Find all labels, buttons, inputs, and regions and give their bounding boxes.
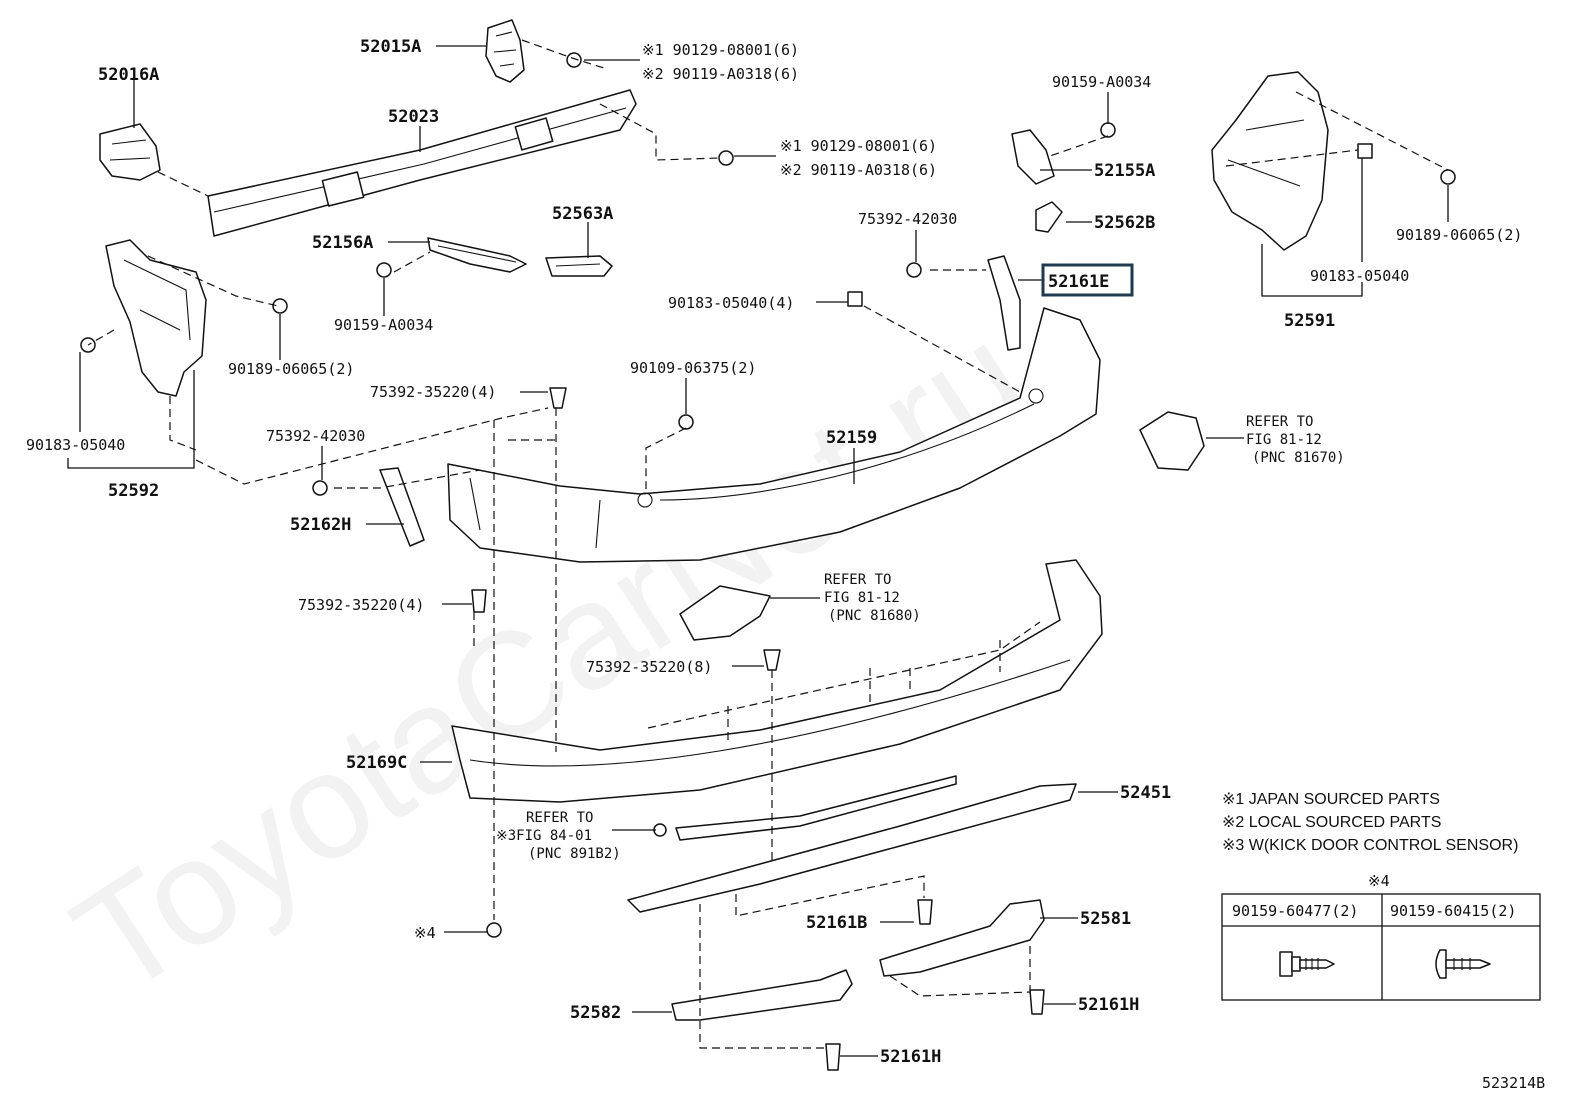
assembly-lines: [87, 39, 1449, 1049]
figure-id: 523214B: [1482, 1074, 1545, 1092]
fastener-label-2a: ※1 90129-08001(6): [780, 137, 937, 155]
fastener-label-90189-06065-left: 90189-06065(2): [228, 360, 354, 378]
label-52581: 52581: [1080, 909, 1131, 929]
label-52591: 52591: [1284, 311, 1335, 331]
bracket-52562b: [1035, 201, 1063, 233]
bracket-52016a: [99, 123, 161, 181]
lower-bumper-52169c: [451, 559, 1103, 803]
note-local-sourced: ※2 LOCAL SOURCED PARTS: [1222, 814, 1441, 831]
spacer-52161e: [987, 255, 1021, 351]
leader-lines: [67, 45, 1449, 1057]
ref-81680-line1: REFER TO: [824, 572, 891, 588]
hex-bolt-icon: [1279, 951, 1335, 977]
fastener-label-note4: ※4: [414, 924, 436, 942]
label-52155a: 52155A: [1094, 161, 1155, 181]
table-title: ※4: [1368, 872, 1390, 890]
fastener-label-75392-35220-4-mid: 75392-35220(4): [298, 596, 424, 614]
ref-891b2-line2: ※3FIG 84-01: [496, 828, 592, 844]
ref-81680-line3: (PNC 81680): [828, 608, 921, 624]
label-52161b: 52161B: [806, 913, 867, 933]
fastener-label-1a: ※1 90129-08001(6): [642, 41, 799, 59]
undercover-52581: [879, 899, 1045, 977]
ref-891b2-line1: REFER TO: [526, 810, 593, 826]
note4-table: ※4 90159-60477(2) 90159-60415(2): [1221, 872, 1541, 1001]
label-52592: 52592: [108, 481, 159, 501]
fastener-label-90159-a0034-left: 90159-A0034: [334, 316, 433, 334]
bumper-cover-52159: [447, 307, 1101, 563]
bracket-52563a: [545, 255, 613, 277]
label-52169c: 52169C: [346, 753, 407, 773]
fastener-label-90183-05040-right: 90183-05040: [1310, 267, 1409, 285]
label-52161h-a: 52161H: [1078, 995, 1139, 1015]
garnish-52451: [627, 775, 1077, 913]
label-52015a: 52015A: [360, 37, 421, 57]
fastener-label-1b: ※2 90119-A0318(6): [642, 65, 799, 83]
label-52161e[interactable]: 52161E: [1048, 272, 1109, 292]
panel-52592: [105, 239, 207, 397]
ref-81670-line3: (PNC 81670): [1252, 450, 1345, 466]
note-japan-sourced: ※1 JAPAN SOURCED PARTS: [1222, 791, 1440, 808]
note-kick-door-sensor: ※3 W(KICK DOOR CONTROL SENSOR): [1222, 837, 1518, 854]
reflector-ref-81680: [679, 585, 771, 641]
fastener-label-90183-05040-left: 90183-05040: [26, 436, 125, 454]
label-52016a: 52016A: [98, 65, 159, 85]
bracket-52015a: [485, 19, 525, 83]
label-52023: 52023: [388, 107, 439, 127]
fastener-label-75392-42030-left: 75392-42030: [266, 427, 365, 445]
label-52562b: 52562B: [1094, 213, 1155, 233]
bracket-52155a: [1011, 129, 1055, 185]
table-col2-header: 90159-60415(2): [1390, 902, 1516, 920]
fastener-label-90109-06375: 90109-06375(2): [630, 359, 756, 377]
bracket-52156a: [427, 237, 527, 273]
fastener-label-75392-42030-right: 75392-42030: [858, 210, 957, 228]
fastener-label-90183-05040-4: 90183-05040(4): [668, 294, 794, 312]
highlight-box: [1041, 263, 1134, 297]
ref-81670-line2: FIG 81-12: [1246, 432, 1322, 448]
fastener-label-75392-35220-8: 75392-35220(8): [586, 658, 712, 676]
fastener-label-2b: ※2 90119-A0318(6): [780, 161, 937, 179]
fastener-label-75392-35220-4-top: 75392-35220(4): [370, 383, 496, 401]
label-52162h: 52162H: [290, 515, 351, 535]
fastener-label-90159-a0034-right: 90159-A0034: [1052, 73, 1151, 91]
watermark: ToyotaCarNet.ru: [46, 291, 1053, 1027]
spacer-52162h: [379, 467, 425, 547]
label-52563a: 52563A: [552, 204, 613, 224]
fastener-label-90189-06065-right: 90189-06065(2): [1396, 226, 1522, 244]
ref-81670-line1: REFER TO: [1246, 414, 1313, 430]
ref-891b2-line3: (PNC 891B2): [528, 846, 621, 862]
fastener-icons: [80, 52, 1456, 1071]
reinforcement-52023: [207, 89, 637, 237]
label-52161h-b: 52161H: [880, 1047, 941, 1067]
label-52156a: 52156A: [312, 233, 373, 253]
label-52159: 52159: [826, 428, 877, 448]
reflector-ref-81670: [1139, 411, 1205, 471]
undercover-52582: [671, 969, 853, 1021]
label-52582: 52582: [570, 1003, 621, 1023]
label-52451: 52451: [1120, 783, 1171, 803]
table-col1-header: 90159-60477(2): [1232, 902, 1358, 920]
ref-81680-line2: FIG 81-12: [824, 590, 900, 606]
round-bolt-icon: [1435, 949, 1491, 979]
